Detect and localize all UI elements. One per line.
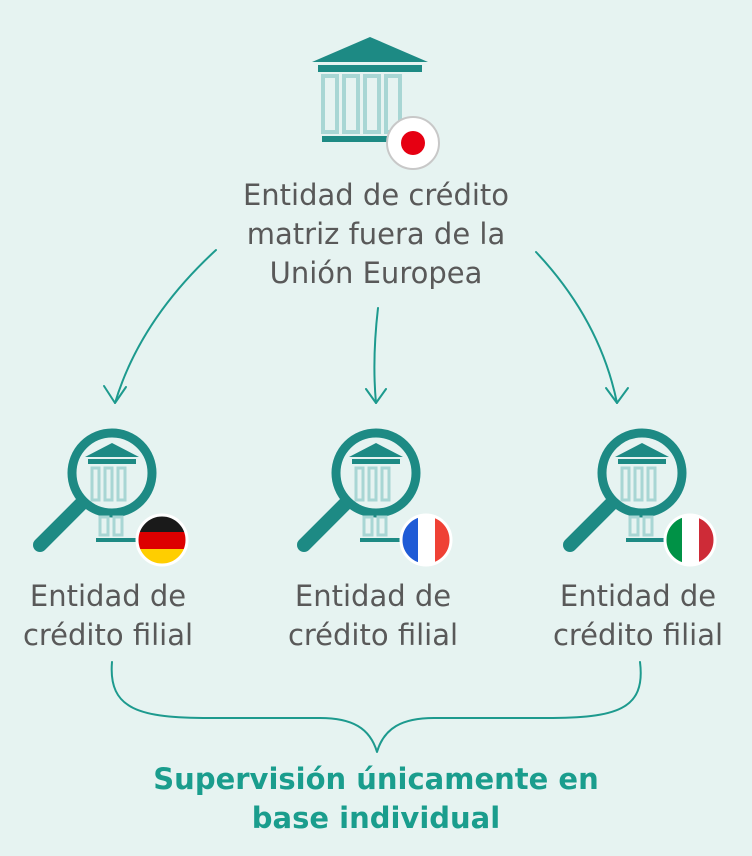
magnifier-bank-icon bbox=[297, 428, 421, 552]
bank-building-icon bbox=[312, 37, 428, 142]
magnifier-bank-icon bbox=[33, 428, 157, 552]
supervision-conclusion: Supervisión únicamente en base individua… bbox=[153, 762, 599, 835]
arrow-to-subsidiary-2 bbox=[365, 307, 387, 404]
italy-flag-icon bbox=[663, 513, 717, 567]
subsidiary-label-germany: Entidad de crédito filial bbox=[22, 579, 194, 652]
france-flag-icon bbox=[399, 513, 453, 567]
subsidiary-label-france: Entidad de crédito filial bbox=[287, 579, 459, 652]
parent-entity-label: Entidad de crédito matriz fuera de la Un… bbox=[242, 178, 510, 290]
arrow-to-subsidiary-1 bbox=[103, 249, 217, 404]
magnifier-bank-icon bbox=[563, 428, 687, 552]
japan-flag-icon bbox=[386, 116, 440, 170]
grouping-brace bbox=[110, 661, 642, 753]
subsidiary-label-italy: Entidad de crédito filial bbox=[552, 579, 724, 652]
germany-flag-icon bbox=[135, 513, 189, 567]
arrow-to-subsidiary-3 bbox=[535, 251, 629, 404]
